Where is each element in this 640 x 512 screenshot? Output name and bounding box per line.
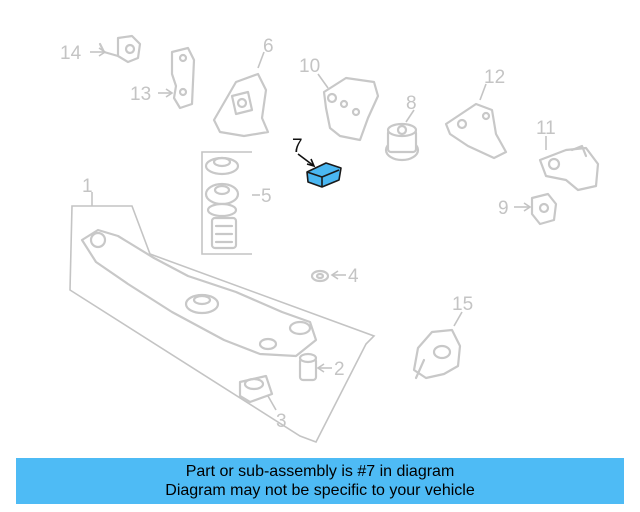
part-8-engine-mount[interactable] <box>384 122 420 162</box>
callout-6[interactable]: 6 <box>263 36 274 57</box>
part-5-bushing-set[interactable] <box>201 151 252 255</box>
arrow-4 <box>330 270 339 280</box>
leader-15 <box>453 311 463 327</box>
callout-8[interactable]: 8 <box>406 93 417 114</box>
part-6-mount-bracket[interactable] <box>212 72 270 138</box>
leader-12 <box>479 83 487 101</box>
arrow-7 <box>306 158 316 168</box>
callout-7[interactable]: 7 <box>292 136 303 157</box>
arrow-14 <box>98 47 107 57</box>
callout-1[interactable]: 1 <box>82 176 93 197</box>
callout-13[interactable]: 13 <box>130 84 151 105</box>
part-7-stopper-pad[interactable] <box>306 162 342 188</box>
callout-4[interactable]: 4 <box>348 266 359 287</box>
callout-15[interactable]: 15 <box>452 294 473 315</box>
callout-5[interactable]: 5 <box>261 186 272 207</box>
info-banner: Part or sub-assembly is #7 in diagram Di… <box>16 458 624 504</box>
banner-line-2: Diagram may not be specific to your vehi… <box>165 482 475 499</box>
callout-10[interactable]: 10 <box>299 56 320 77</box>
part-1-crossmember[interactable] <box>69 205 376 443</box>
leader-6 <box>257 51 265 69</box>
callout-12[interactable]: 12 <box>484 67 505 88</box>
callout-9[interactable]: 9 <box>498 198 509 219</box>
parts-diagram: 14 13 6 10 8 12 <box>60 34 600 443</box>
arrow-13 <box>165 88 174 98</box>
callout-3[interactable]: 3 <box>276 411 287 432</box>
part-9-mount[interactable] <box>530 192 558 226</box>
part-13-bracket[interactable] <box>170 46 196 110</box>
banner-line-1: Part or sub-assembly is #7 in diagram <box>185 463 455 480</box>
part-3-bushing[interactable] <box>238 374 274 404</box>
part-14-bushing[interactable] <box>98 34 142 64</box>
leader-3 <box>267 395 277 411</box>
part-4-washer[interactable] <box>310 269 330 283</box>
part-11-transmission-mount[interactable] <box>538 144 600 192</box>
callout-11[interactable]: 11 <box>536 118 556 139</box>
part-15-mount[interactable] <box>412 328 462 380</box>
arrow-2 <box>316 363 325 373</box>
callout-14[interactable]: 14 <box>60 43 82 64</box>
callout-2[interactable]: 2 <box>334 359 345 380</box>
part-10-mount-bracket[interactable] <box>322 76 380 142</box>
leader-8 <box>405 109 415 123</box>
part-2-sleeve[interactable] <box>298 352 318 382</box>
part-12-mount-bracket[interactable] <box>444 102 508 160</box>
arrow-9 <box>523 202 532 212</box>
leader-10 <box>317 73 329 89</box>
leader-7 <box>297 153 315 167</box>
